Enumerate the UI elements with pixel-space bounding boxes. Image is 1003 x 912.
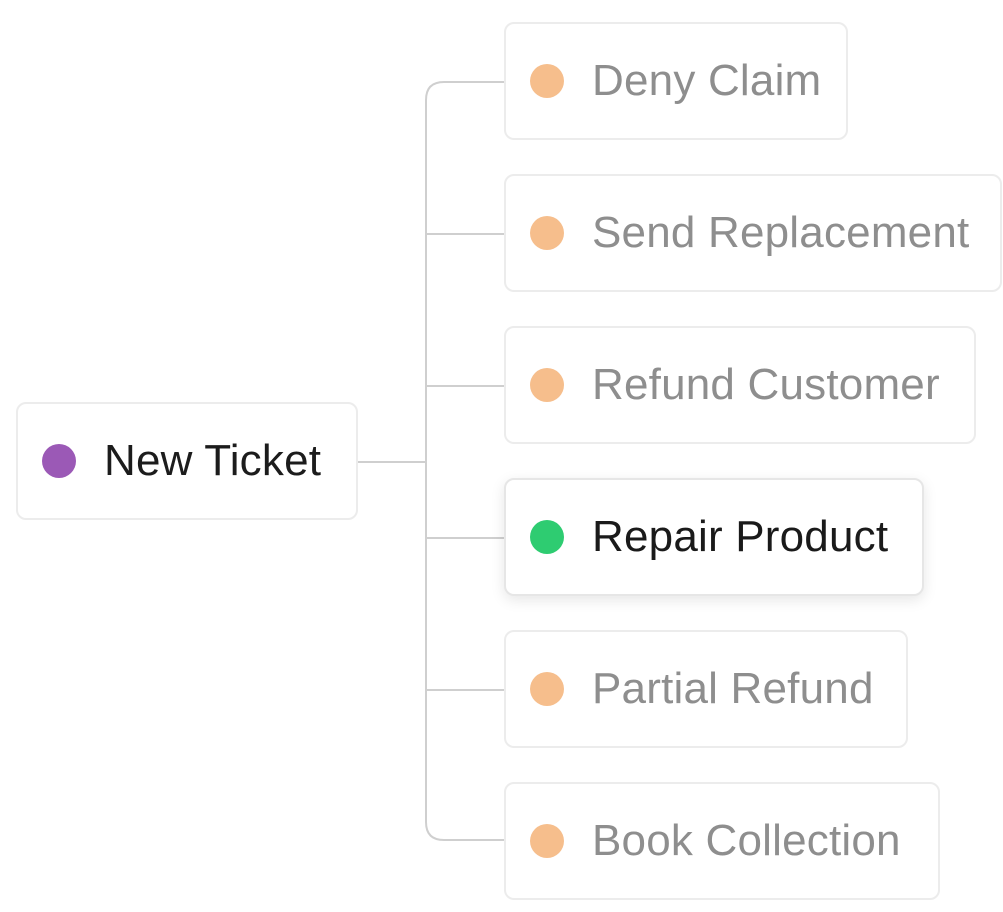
- status-dot-icon: [530, 64, 564, 98]
- status-dot-icon: [42, 444, 76, 478]
- node-label: Deny Claim: [592, 56, 822, 105]
- connector-trunk: [425, 81, 504, 841]
- status-dot-icon: [530, 824, 564, 858]
- node-label: New Ticket: [104, 436, 322, 485]
- status-dot-icon: [530, 216, 564, 250]
- branch-node-deny-claim[interactable]: Deny Claim: [504, 22, 848, 140]
- node-label: Partial Refund: [592, 664, 874, 713]
- branch-node-send-replacement[interactable]: Send Replacement: [504, 174, 1002, 292]
- branch-node-repair-product[interactable]: Repair Product: [504, 478, 924, 596]
- branch-node-book-collection[interactable]: Book Collection: [504, 782, 940, 900]
- status-dot-icon: [530, 368, 564, 402]
- node-label: Book Collection: [592, 816, 901, 865]
- node-label: Send Replacement: [592, 208, 970, 257]
- branch-node-refund-customer[interactable]: Refund Customer: [504, 326, 976, 444]
- branch-node-partial-refund[interactable]: Partial Refund: [504, 630, 908, 748]
- root-node-new-ticket[interactable]: New Ticket: [16, 402, 358, 520]
- node-label: Refund Customer: [592, 360, 940, 409]
- status-dot-icon: [530, 672, 564, 706]
- status-dot-icon: [530, 520, 564, 554]
- node-label: Repair Product: [592, 512, 889, 561]
